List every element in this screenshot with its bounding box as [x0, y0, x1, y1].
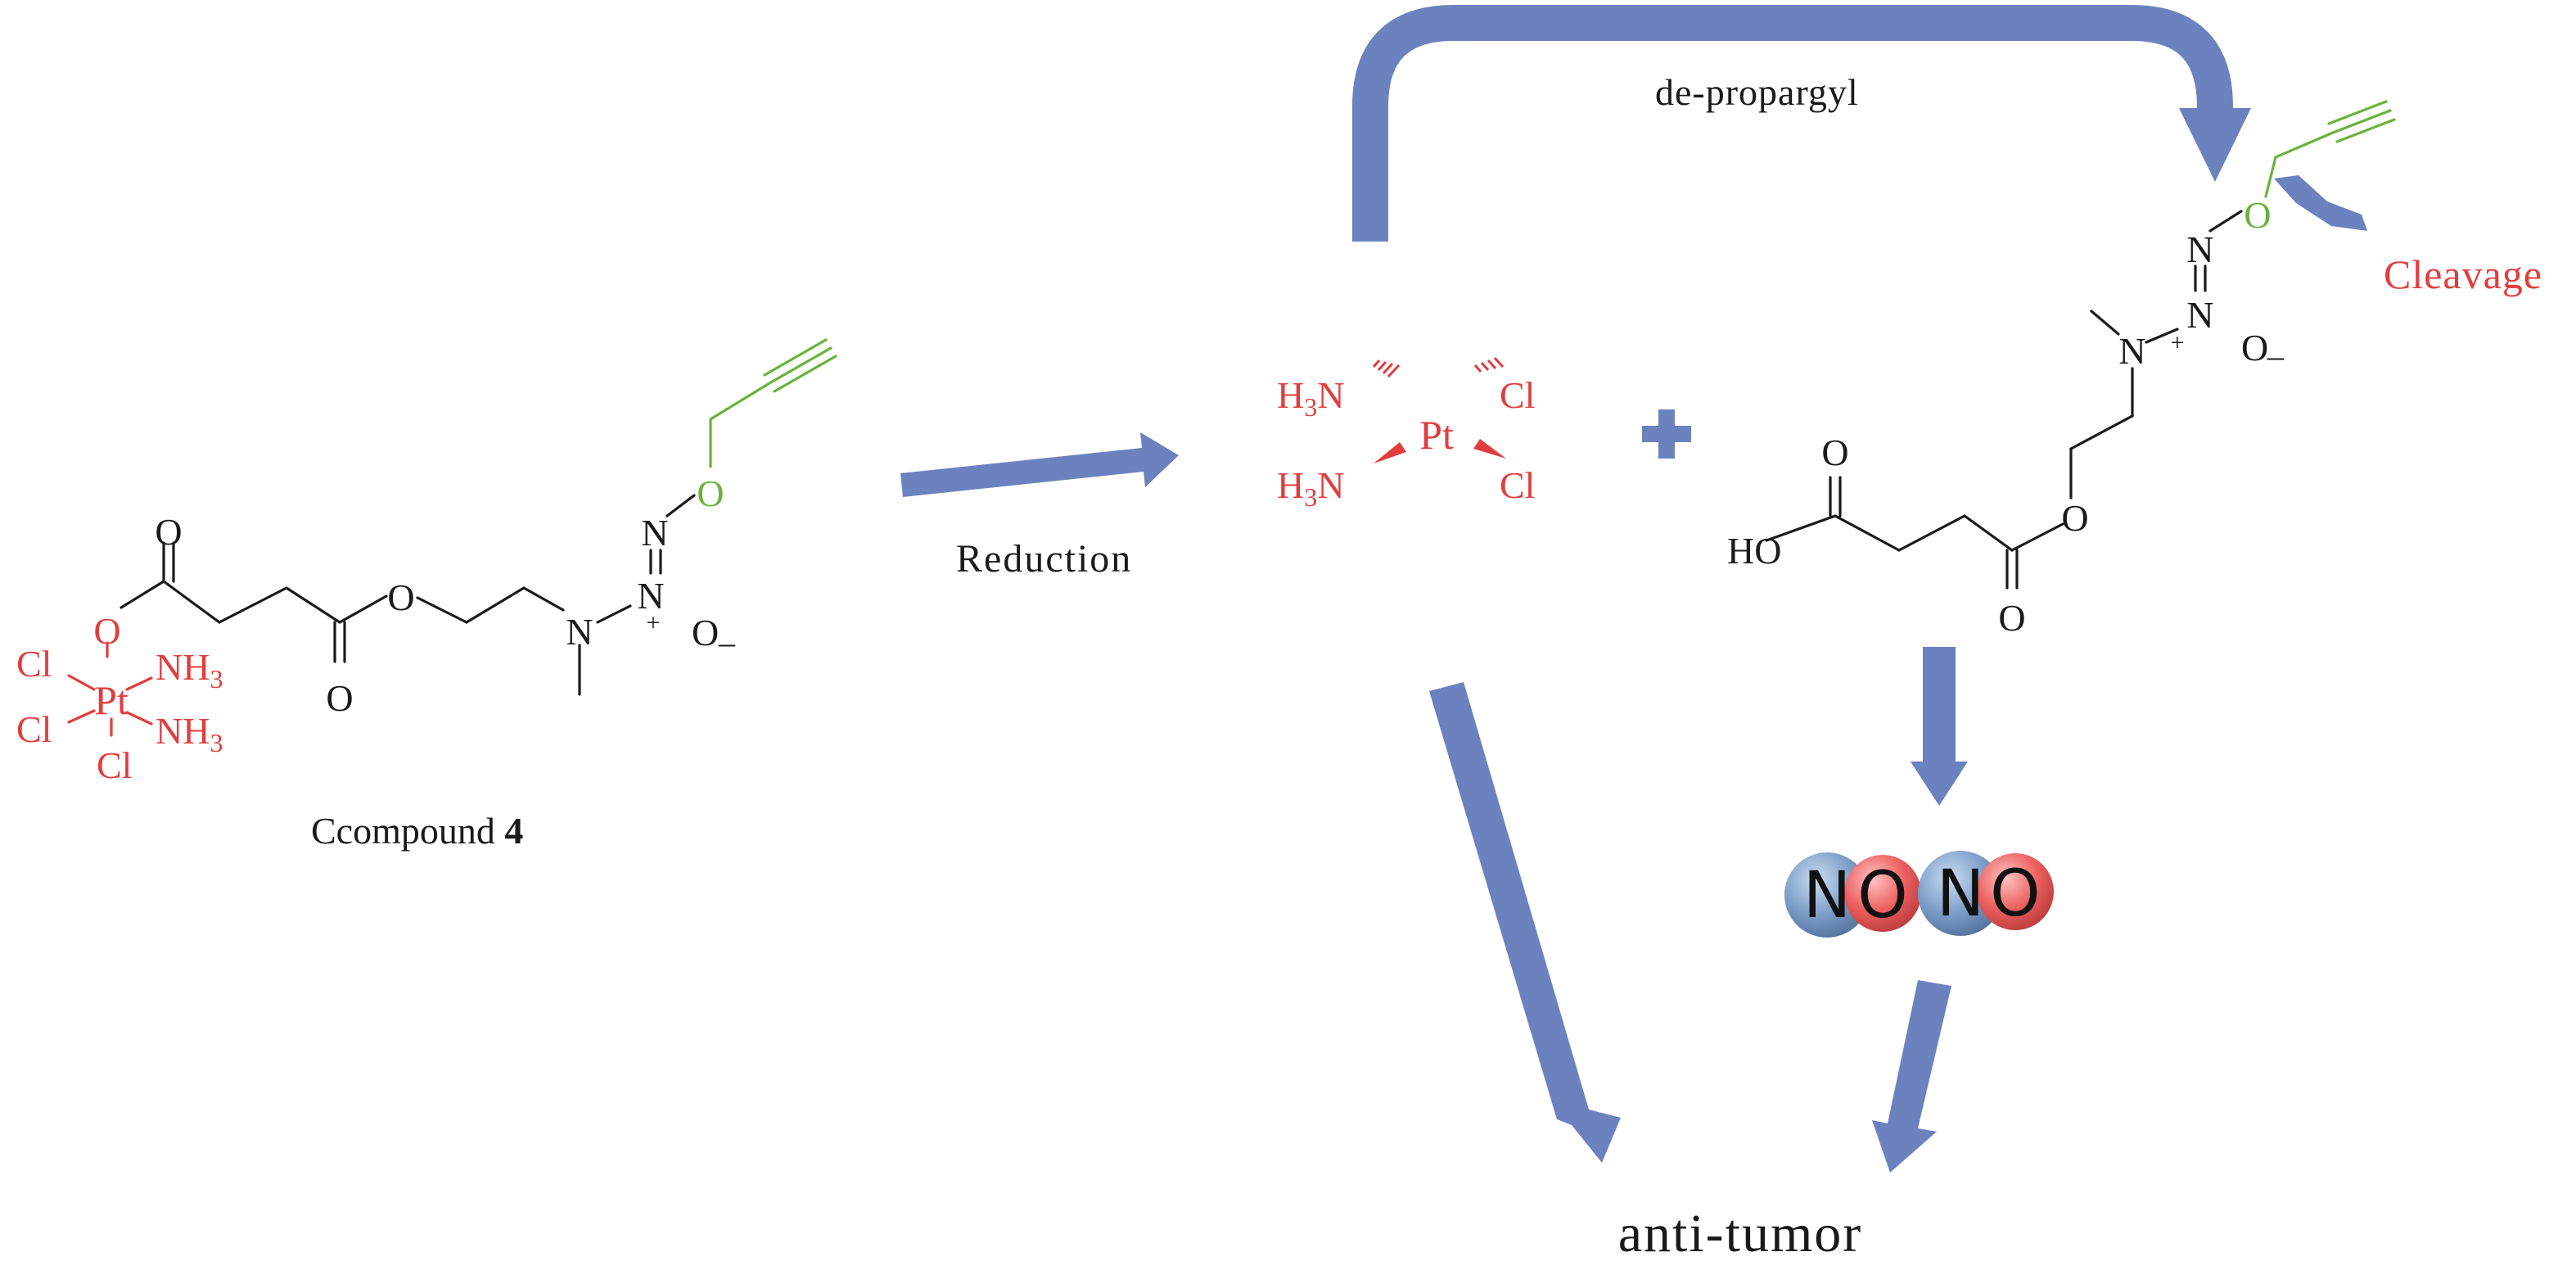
cisplatin-structure	[1372, 356, 1506, 463]
product-o-ester: O	[2061, 497, 2088, 539]
atom-n-double: N	[641, 512, 668, 554]
product-atom-labels: HO O O O N N + N O – O	[1727, 194, 2285, 639]
product-n-plus: N	[2186, 294, 2213, 336]
no-to-antitumor-arrow	[1872, 980, 1951, 1173]
atom-o-carbonyl-2: O	[326, 677, 353, 719]
charge-plus: +	[647, 609, 661, 636]
compound-4-structure	[67, 338, 837, 737]
cisplatin-cl-1: Cl	[1500, 374, 1535, 416]
compound-4-caption: Ccompound 4	[311, 810, 523, 852]
product-o-acid: O	[1821, 432, 1848, 473]
reduction-label: Reduction	[956, 537, 1132, 581]
no-1-nitrogen-sphere	[1784, 852, 1870, 938]
product-n-double: N	[2186, 228, 2213, 270]
product-charge-plus: +	[2171, 329, 2185, 356]
cisplatin-atom-labels: H3N H3N Pt Cl Cl	[1277, 374, 1535, 512]
no-molecule-1: N O	[1784, 852, 1921, 938]
atom-n-plus: N	[637, 575, 664, 617]
atom-nh3-2: NH3	[156, 710, 223, 757]
product-ho: HO	[1727, 530, 1781, 572]
atom-o-ester: O	[387, 576, 414, 618]
no-2-n-letter: N	[1937, 857, 1984, 931]
atom-pt: Pt	[94, 677, 129, 723]
product-n-amine: N	[2118, 330, 2145, 372]
cisplatin-cl-2: Cl	[1500, 464, 1535, 506]
atom-cl-3: Cl	[97, 744, 132, 786]
atom-o-carbonyl-1: O	[155, 511, 182, 553]
product-structure	[1765, 100, 2396, 590]
no-2-oxygen-sphere	[1977, 853, 2054, 930]
no-1-o-letter: O	[1857, 859, 1907, 933]
product-o-propargyl: O	[2244, 194, 2271, 236]
cisplatin-pt: Pt	[1419, 412, 1454, 458]
atom-o-minus: O	[692, 612, 719, 653]
depropargyl-arrow	[1352, 5, 2251, 242]
reduction-arrow	[900, 432, 1179, 497]
atom-o-propargyl: O	[697, 472, 724, 514]
charge-minus: –	[718, 624, 736, 661]
product-o-carbonyl: O	[1998, 597, 2025, 639]
atom-cl-1: Cl	[16, 643, 52, 685]
product-o-minus: O	[2241, 327, 2268, 368]
cisplatin-h3n-1: H3N	[1277, 374, 1344, 422]
no-1-n-letter: N	[1803, 859, 1851, 933]
cisplatin-to-antitumor-arrow	[1429, 682, 1621, 1163]
product-to-no-arrow	[1911, 647, 1968, 806]
anti-tumor-label: anti-tumor	[1618, 1204, 1863, 1261]
atom-o-pt: O	[93, 610, 120, 652]
atom-n-amine: N	[566, 611, 593, 653]
no-2-nitrogen-sphere	[1918, 851, 2003, 936]
cleavage-arrow	[2274, 175, 2367, 231]
no-molecule-2: N O	[1918, 851, 2054, 936]
plus-sign	[1642, 409, 1691, 459]
cisplatin-h3n-2: H3N	[1277, 464, 1344, 512]
atom-nh3-1: NH3	[156, 646, 223, 694]
no-1-oxygen-sphere	[1844, 855, 1921, 932]
compound-4-atom-labels: O Pt Cl Cl Cl NH3 NH3 O O O N N + N O – …	[16, 472, 736, 786]
product-charge-minus: –	[2267, 337, 2285, 374]
depropargyl-label: de-propargyl	[1655, 71, 1859, 113]
no-2-o-letter: O	[1990, 857, 2040, 931]
atom-cl-2: Cl	[16, 708, 52, 750]
cleavage-label: Cleavage	[2384, 251, 2542, 297]
